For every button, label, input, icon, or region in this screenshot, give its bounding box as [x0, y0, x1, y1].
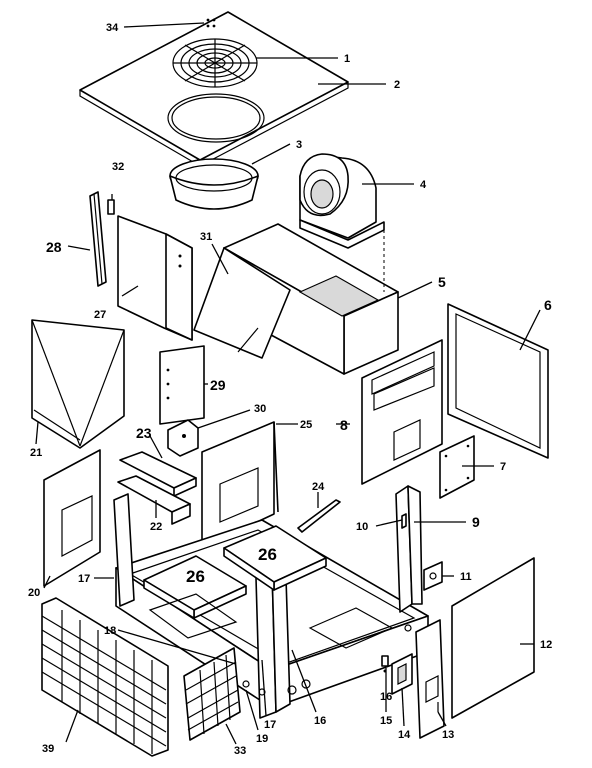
panel-12 — [451, 557, 535, 719]
callout-14: 14 — [398, 729, 411, 741]
callout-31: 31 — [200, 231, 212, 243]
panel-8 — [361, 339, 443, 485]
callout-9: 9 — [472, 514, 480, 530]
corner-post-17-left — [113, 493, 135, 607]
grille-33 — [183, 647, 241, 741]
bracket-30 — [167, 419, 199, 457]
callout-23: 23 — [136, 425, 152, 441]
corner-post-17-center — [255, 569, 291, 719]
callout-39: 39 — [42, 743, 54, 755]
callout-16-left: 16 — [380, 691, 392, 703]
callout-28: 28 — [46, 239, 62, 255]
callout-5: 5 — [438, 274, 446, 290]
callout-24: 24 — [312, 481, 325, 493]
callout-numbers: 34 1 2 3 4 5 6 7 8 9 10 11 12 13 14 15 1… — [28, 22, 552, 757]
panel-13 — [415, 619, 445, 739]
callout-6: 6 — [544, 297, 552, 313]
callout-29: 29 — [210, 377, 226, 393]
callout-17-left: 17 — [78, 573, 90, 585]
callout-25: 25 — [300, 419, 312, 431]
screws-34 — [206, 18, 216, 28]
callout-22: 22 — [150, 521, 162, 533]
top-panel — [79, 11, 349, 167]
blower — [299, 153, 385, 249]
corner-post-9 — [395, 485, 423, 613]
coil-tray-26-left — [143, 555, 247, 619]
callout-10: 10 — [356, 521, 368, 533]
callout-34: 34 — [106, 22, 119, 34]
blower-deck-panel-31 — [193, 247, 291, 359]
callout-12: 12 — [540, 639, 552, 651]
callout-26-left: 26 — [186, 567, 205, 586]
panel-6 — [447, 303, 549, 459]
panel-25 — [201, 421, 279, 549]
panel-20 — [43, 449, 101, 587]
callout-19: 19 — [256, 733, 268, 745]
callout-21: 21 — [30, 447, 42, 459]
callout-2: 2 — [394, 79, 400, 91]
coil-tray-26-right — [223, 525, 327, 591]
callout-17-center: 17 — [264, 719, 276, 731]
grille-39 — [41, 597, 169, 757]
plate-14 — [391, 653, 413, 695]
callout-1: 1 — [344, 53, 350, 65]
callout-18: 18 — [104, 625, 116, 637]
callout-3: 3 — [296, 139, 302, 151]
panel-21 — [31, 319, 125, 449]
cover-plate-7 — [439, 435, 475, 499]
orifice-ring — [169, 158, 259, 210]
callout-15: 15 — [380, 715, 392, 727]
base-fittings — [242, 624, 412, 696]
fan-guard — [172, 38, 258, 88]
rail-23 — [119, 451, 197, 497]
drain-pan — [148, 593, 394, 649]
panel-27 — [117, 215, 193, 341]
bracket-29 — [159, 345, 205, 425]
rail-22 — [117, 475, 191, 525]
callout-13: 13 — [442, 729, 454, 741]
callout-11: 11 — [460, 571, 472, 583]
top-panel-orifice — [167, 93, 265, 143]
bracket-10 — [401, 513, 407, 529]
callout-16-right: 16 — [314, 715, 326, 727]
part-15 — [381, 655, 389, 673]
callout-32: 32 — [112, 161, 124, 173]
plate-11 — [423, 561, 443, 591]
callout-7: 7 — [500, 461, 506, 473]
callout-20: 20 — [28, 587, 40, 599]
callout-26-right: 26 — [258, 545, 277, 564]
callout-8: 8 — [340, 417, 348, 433]
rail-24 — [297, 499, 341, 533]
callout-4: 4 — [420, 179, 427, 191]
callout-33: 33 — [234, 745, 246, 757]
corner-post-28 — [89, 191, 107, 287]
bracket-32 — [107, 199, 115, 215]
leader-lines — [35, 22, 541, 745]
callout-30: 30 — [254, 403, 266, 415]
callout-27: 27 — [94, 309, 106, 321]
